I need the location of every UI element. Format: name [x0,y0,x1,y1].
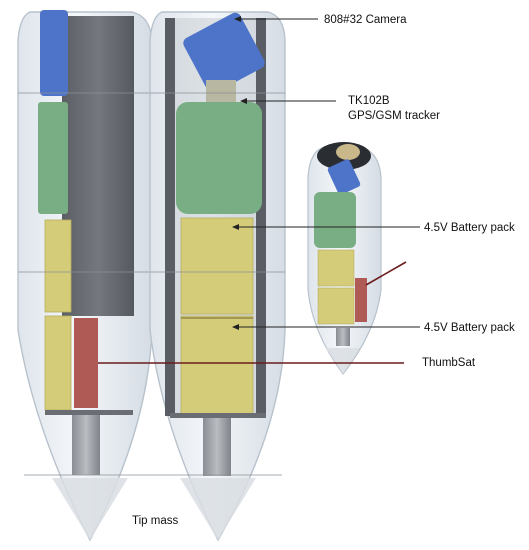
battery-arrowhead-2 [232,324,239,330]
thumbsat-leader-right [365,261,407,286]
middle-body [149,11,286,542]
camera-arrowhead [234,16,241,22]
tracker-arrowhead [240,98,247,104]
label-tracker-line1: TK102B [348,95,390,107]
right-battery-lower [317,287,355,325]
left-body [17,10,156,542]
left-battery-upper [44,219,72,313]
left-thumbsat-box [74,318,98,408]
left-dark-column [62,16,134,316]
label-tip-mass: Tip mass [132,515,178,527]
leaders [98,16,420,364]
middle-shelf [170,413,266,418]
middle-frame-right [256,18,266,416]
middle-battery-lower [180,315,254,415]
right-camera [327,159,361,195]
label-tracker-line2: GPS/GSM tracker [348,110,440,122]
label-battery-pack-1: 4.5V Battery pack [424,222,515,234]
label-camera: 808#32 Camera [324,14,407,26]
right-thumbsat-box [355,278,367,322]
middle-frame-left [165,18,175,416]
middle-tracker [176,102,262,214]
left-battery-lower [44,315,72,411]
middle-battery-upper [180,217,254,315]
battery-arrowhead-1 [232,224,239,230]
left-camera [40,10,68,96]
left-tracker [38,102,68,214]
left-tip-cone [52,478,128,540]
middle-tip-cone [180,478,256,540]
middle-mount [206,80,236,102]
right-lens [336,144,360,160]
right-tracker [314,192,356,248]
middle-camera [183,12,265,94]
right-tip-cone [326,348,360,374]
left-shelf [45,410,133,415]
label-thumbsat: ThumbSat [422,357,476,369]
right-rod [336,328,350,346]
middle-rod [203,418,231,476]
right-body [307,142,382,375]
left-rod [72,415,100,475]
right-battery-upper [317,249,355,287]
label-battery-pack-2: 4.5V Battery pack [424,322,515,334]
